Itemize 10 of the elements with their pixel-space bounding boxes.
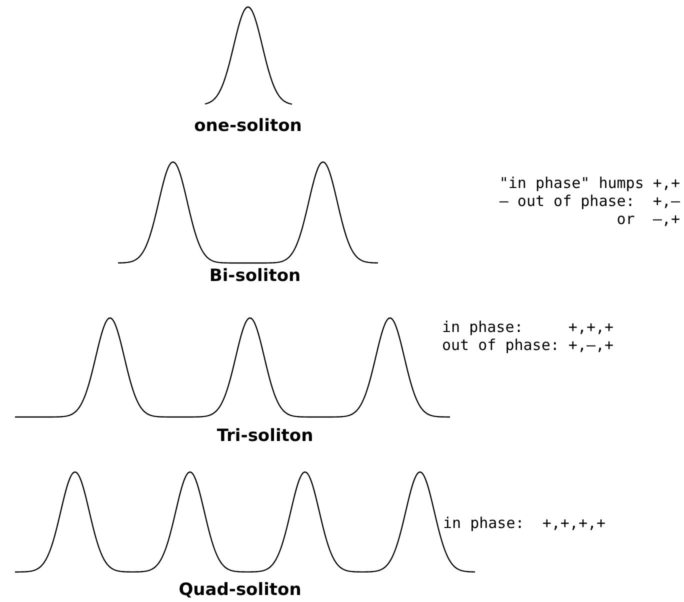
- phase-note: in phase: +,+,+,+: [443, 516, 606, 531]
- phase-note: – out of phase: +,–: [499, 194, 680, 209]
- soliton-name-label: Tri-soliton: [216, 428, 314, 445]
- phase-note: in phase: +,+,+: [442, 320, 614, 335]
- phase-note: out of phase: +,–,+: [442, 338, 614, 353]
- soliton-name-label: one-soliton: [194, 118, 302, 135]
- soliton-name-label: Bi-soliton: [209, 268, 301, 285]
- phase-note: "in phase" humps +,+: [499, 176, 680, 191]
- soliton-name-label: Quad-soliton: [178, 582, 302, 599]
- phase-note: or –,+: [616, 212, 680, 227]
